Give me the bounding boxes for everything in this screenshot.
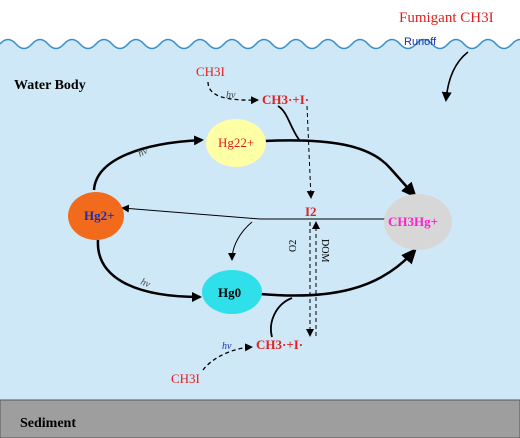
sediment-label: Sediment [20, 416, 76, 431]
runoff-arrow [441, 51, 469, 102]
hg22-to-ch3hg-arrow [263, 139, 417, 199]
hg2-node [68, 192, 124, 240]
bottom-ch3i-source: CH3I [171, 371, 200, 386]
hg2-label: Hg2+ [84, 208, 115, 223]
iodine-i2-label: I2 [305, 204, 317, 219]
runoff-label: Runoff [404, 36, 437, 48]
dom-label: DOM [319, 239, 330, 262]
top-radical-join-curve [277, 105, 301, 142]
demethylation-arrow [121, 204, 395, 220]
hg2-to-hg22-arrow [92, 135, 204, 191]
hg22-label: Hg22+ [218, 135, 254, 150]
top-radical-products: CH3·+I· [262, 92, 309, 107]
ch3hg-label: CH3Hg+ [388, 214, 438, 229]
sky-area [0, 0, 520, 32]
top-ch3i-source: CH3I [196, 64, 225, 79]
top-photolysis-arrow [207, 81, 259, 105]
hg2-to-hg0-arrow [96, 239, 202, 302]
o2-label: O2 [288, 240, 299, 252]
reduction-arrow [228, 221, 253, 261]
hv-left-lower: hv [139, 277, 152, 291]
ch3hg-node [384, 194, 452, 250]
wave-line [0, 38, 520, 50]
iodine-radical-to-i2-arrow [306, 105, 315, 199]
bottom-radical-products: CH3·+I· [256, 337, 303, 352]
sediment-layer [0, 399, 520, 438]
hg0-to-ch3hg-arrow [259, 247, 417, 297]
hg22-node [206, 119, 266, 167]
hv-bottom: hv [222, 341, 232, 352]
hv-top: hv [226, 90, 236, 101]
water-body-label: Water Body [14, 78, 86, 93]
fumigant-label: Fumigant CH3I [399, 10, 494, 26]
hg0-node [202, 270, 262, 314]
bottom-photolysis-arrow [202, 343, 253, 371]
hg0-label: Hg0 [218, 285, 241, 300]
bottom-radical-join-curve [270, 297, 293, 338]
